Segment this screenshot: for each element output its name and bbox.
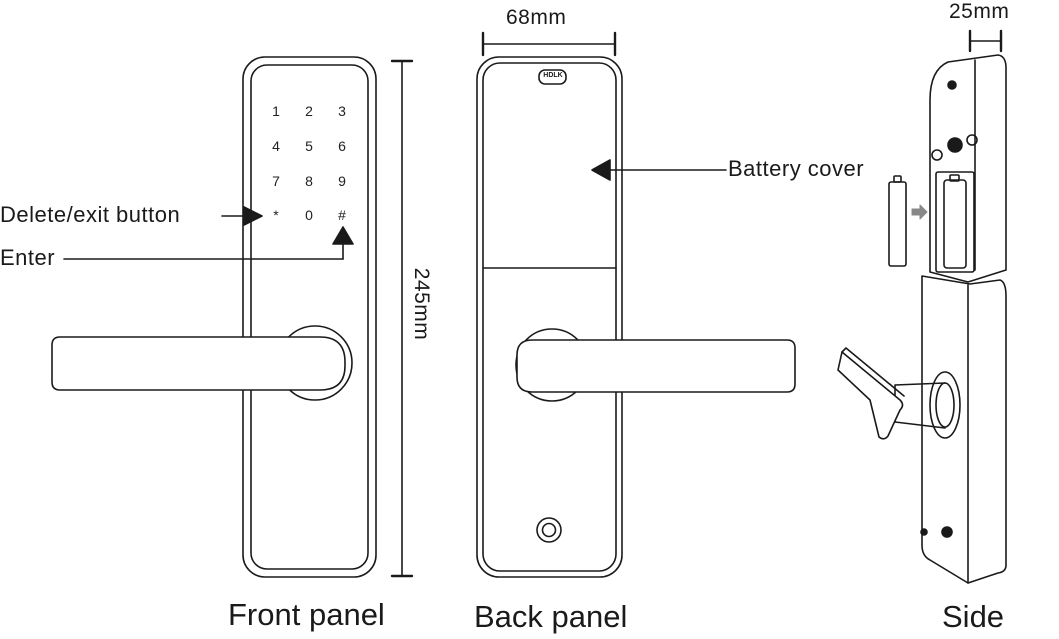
side-loose-battery [888, 181, 907, 267]
back-panel-outer [476, 56, 623, 578]
front-lever-handle [51, 336, 346, 391]
keypad-key: 2 [305, 103, 313, 119]
keypad-key: 9 [338, 173, 346, 189]
keypad-key: 6 [338, 138, 346, 154]
keypad-key: * [273, 207, 279, 223]
depth-dimension-label: 25mm [949, 0, 1010, 23]
keypad-key: 1 [272, 103, 280, 119]
height-dimension [390, 59, 414, 578]
keypad-key: 3 [338, 103, 346, 119]
battery-arrow-icon [591, 159, 611, 181]
enter-label: Enter [0, 245, 56, 270]
delete-exit-label: Delete/exit button [0, 202, 181, 227]
side-view [837, 54, 1007, 584]
keypad-key: 4 [272, 138, 280, 154]
logo-text: HDLK [543, 72, 563, 79]
back-panel [476, 56, 796, 578]
width-dimension-label: 68mm [506, 6, 567, 29]
keypad-key: 8 [305, 173, 313, 189]
insert-arrow-icon [911, 204, 928, 220]
front-panel-outer [242, 56, 377, 578]
width-dimension [481, 31, 617, 57]
side-upper-body [929, 54, 1007, 283]
keypad-key: 7 [272, 173, 280, 189]
delete-arrow-icon [243, 206, 263, 226]
front-panel [51, 56, 377, 578]
logo-badge [538, 69, 567, 85]
enter-arrow-icon [332, 226, 354, 245]
side-spindle-rose [929, 371, 961, 439]
front-panel-inner [250, 64, 369, 570]
back-panel-caption: Back panel [474, 599, 628, 634]
keypad-key: 5 [305, 138, 313, 154]
side-lever-handle [837, 351, 904, 440]
back-panel-inner [482, 62, 617, 572]
battery-cover-label: Battery cover [728, 156, 865, 181]
side-lower-body [921, 275, 1007, 584]
front-panel-caption: Front panel [228, 597, 385, 632]
side-caption: Side [942, 599, 1005, 634]
back-key-cylinder [536, 517, 562, 543]
height-dimension-label: 245mm [410, 267, 433, 341]
callout-leaders [63, 159, 727, 260]
depth-dimension [968, 29, 1003, 53]
keypad-key: 0 [305, 207, 313, 223]
side-battery-bay [935, 171, 975, 273]
back-lever-handle [516, 339, 796, 393]
keypad-key: # [338, 207, 346, 223]
